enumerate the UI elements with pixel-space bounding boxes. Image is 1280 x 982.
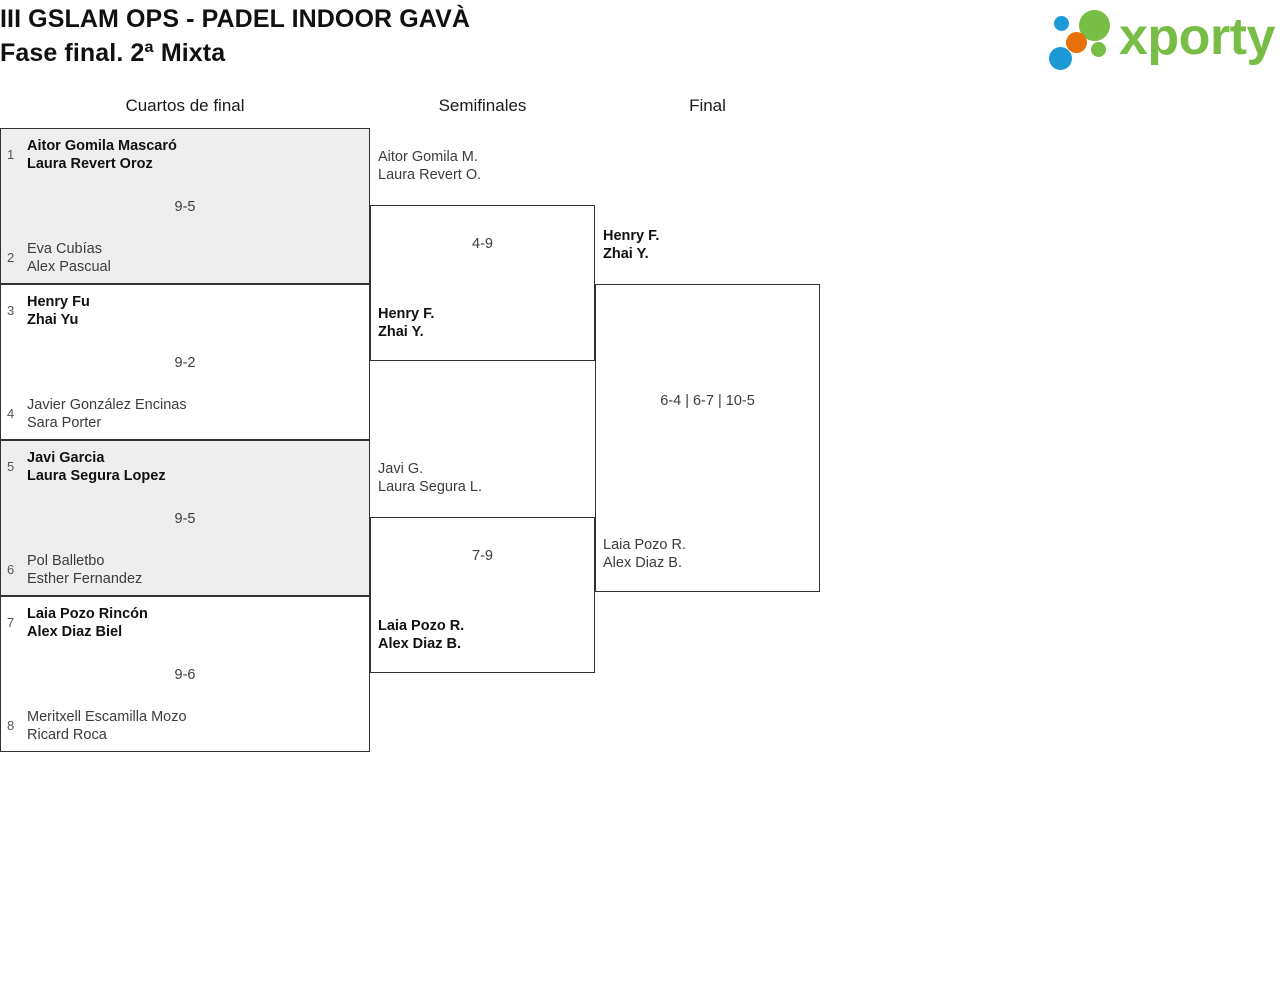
player-name: Sara Porter xyxy=(27,415,102,431)
match-qf4-team-top[interactable]: 7 Laia Pozo Rincón Alex Diaz Biel xyxy=(1,605,369,641)
tournament-title-block: III GSLAM OPS - PADEL INDOOR GAVÀ Fase f… xyxy=(0,2,900,70)
round-header-semifinals: Semifinales xyxy=(438,96,527,115)
match-sf2-team-bottom[interactable]: Laia Pozo R. Alex Diaz B. xyxy=(371,617,594,653)
seed-number: 3 xyxy=(7,303,15,318)
match-qf1-team-top[interactable]: 1 Aitor Gomila Mascaró Laura Revert Oroz xyxy=(1,137,369,173)
match-qf4-score: 9-6 xyxy=(174,667,196,683)
match-final-score: 6-4 | 6-7 | 10-5 xyxy=(660,393,755,409)
match-qf2-score: 9-2 xyxy=(174,355,196,371)
seed-number: 5 xyxy=(7,459,15,474)
player-name: Zhai Y. xyxy=(378,324,424,340)
match-semifinal-1[interactable]: 4-9 Henry F. Zhai Y. xyxy=(370,205,595,361)
player-name: Laura Revert Oroz xyxy=(27,156,153,172)
match-quarterfinal-2[interactable]: 3 Henry Fu Zhai Yu 9-2 4 Javier González… xyxy=(0,284,370,440)
match-sf1-score: 4-9 xyxy=(472,236,493,252)
match-quarterfinal-4[interactable]: 7 Laia Pozo Rincón Alex Diaz Biel 9-6 8 … xyxy=(0,596,370,752)
player-name: Alex Diaz B. xyxy=(603,555,682,571)
match-qf4-team-bottom[interactable]: 8 Meritxell Escamilla Mozo Ricard Roca xyxy=(1,708,369,744)
player-name: Meritxell Escamilla Mozo xyxy=(27,709,187,725)
round-header-final: Final xyxy=(689,96,726,115)
player-name: Alex Diaz Biel xyxy=(27,624,123,640)
match-qf2-team-top[interactable]: 3 Henry Fu Zhai Yu xyxy=(1,293,369,329)
seed-number: 2 xyxy=(7,250,15,265)
match-quarterfinal-1[interactable]: 1 Aitor Gomila Mascaró Laura Revert Oroz… xyxy=(0,128,370,284)
logo-wordmark: xporty xyxy=(1119,8,1275,66)
logo-dot-blue-large-icon xyxy=(1049,47,1072,70)
player-name: Laia Pozo R. xyxy=(378,618,465,634)
logo-dot-blue-small-icon xyxy=(1054,16,1069,31)
match-sf2-score: 7-9 xyxy=(472,548,493,564)
player-name: Ricard Roca xyxy=(27,727,107,743)
player-name: Pol Balletbo xyxy=(27,553,105,569)
player-name: Henry F. xyxy=(603,228,660,244)
xporty-logo[interactable]: xporty xyxy=(1046,6,1278,70)
match-sf1-team-top[interactable]: Aitor Gomila M. Laura Revert O. xyxy=(370,148,595,184)
logo-dot-green-small-icon xyxy=(1091,42,1106,57)
player-name: Alex Pascual xyxy=(27,259,111,275)
tournament-name: III GSLAM OPS - PADEL INDOOR GAVÀ xyxy=(0,5,470,33)
match-qf1-score: 9-5 xyxy=(174,199,196,215)
match-qf3-score: 9-5 xyxy=(174,511,196,527)
player-name: Zhai Y. xyxy=(603,246,649,262)
player-name: Javier González Encinas xyxy=(27,397,187,413)
match-qf3-team-bottom[interactable]: 6 Pol Balletbo Esther Fernandez xyxy=(1,552,369,588)
player-name: Henry Fu xyxy=(27,294,90,310)
match-sf1-team-bottom[interactable]: Henry F. Zhai Y. xyxy=(371,305,594,341)
match-final[interactable]: 6-4 | 6-7 | 10-5 Laia Pozo R. Alex Diaz … xyxy=(595,284,820,592)
seed-number: 6 xyxy=(7,562,15,577)
player-name: Laura Segura L. xyxy=(378,479,482,495)
match-final-team-top[interactable]: Henry F. Zhai Y. xyxy=(595,227,820,263)
player-name: Aitor Gomila M. xyxy=(378,149,478,165)
match-final-team-bottom[interactable]: Laia Pozo R. Alex Diaz B. xyxy=(596,536,819,572)
seed-number: 8 xyxy=(7,718,15,733)
player-name: Aitor Gomila Mascaró xyxy=(27,138,177,154)
match-sf2-team-top[interactable]: Javi G. Laura Segura L. xyxy=(370,460,595,496)
player-name: Esther Fernandez xyxy=(27,571,143,587)
player-name: Laura Segura Lopez xyxy=(27,468,166,484)
match-qf3-team-top[interactable]: 5 Javi Garcia Laura Segura Lopez xyxy=(1,449,369,485)
player-name: Alex Diaz B. xyxy=(378,636,461,652)
player-name: Henry F. xyxy=(378,306,435,322)
seed-number: 1 xyxy=(7,147,15,162)
match-qf2-team-bottom[interactable]: 4 Javier González Encinas Sara Porter xyxy=(1,396,369,432)
player-name: Javi Garcia xyxy=(27,450,105,466)
seed-number: 7 xyxy=(7,615,15,630)
page-header: III GSLAM OPS - PADEL INDOOR GAVÀ Fase f… xyxy=(0,0,1280,86)
tournament-phase: Fase final. 2ª Mixta xyxy=(0,39,226,67)
logo-dot-orange-icon xyxy=(1066,32,1087,53)
player-name: Laura Revert O. xyxy=(378,167,482,183)
seed-number: 4 xyxy=(7,406,15,421)
player-name: Eva Cubías xyxy=(27,241,102,257)
match-semifinal-2[interactable]: 7-9 Laia Pozo R. Alex Diaz B. xyxy=(370,517,595,673)
player-name: Laia Pozo Rincón xyxy=(27,606,148,622)
logo-dots-icon xyxy=(1046,6,1124,70)
player-name: Laia Pozo R. xyxy=(603,537,687,553)
match-qf1-team-bottom[interactable]: 2 Eva Cubías Alex Pascual xyxy=(1,240,369,276)
round-header-quarterfinals: Cuartos de final xyxy=(125,96,245,115)
player-name: Javi G. xyxy=(378,461,424,477)
player-name: Zhai Yu xyxy=(27,312,79,328)
match-quarterfinal-3[interactable]: 5 Javi Garcia Laura Segura Lopez 9-5 6 P… xyxy=(0,440,370,596)
